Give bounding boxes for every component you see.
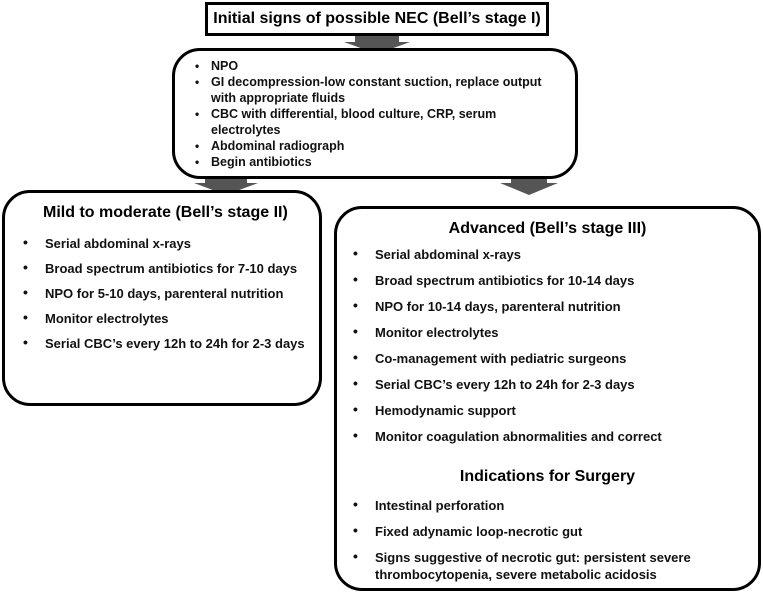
advanced-heading: Advanced (Bell’s stage III) <box>448 220 647 237</box>
list-item: •Serial CBC’s every 12h to 24h for 2-3 d… <box>353 375 635 392</box>
arrow-to-advanced <box>500 179 558 195</box>
list-item: •Monitor coagulation abnormalities and c… <box>353 427 662 444</box>
list-item: •Begin antibiotics <box>195 155 312 169</box>
list-item: •NPO <box>195 59 239 73</box>
list-item: •Signs suggestive of necrotic gut: persi… <box>353 548 691 582</box>
mild-stage-box: Mild to moderate (Bell’s stage II) •Seri… <box>2 190 322 406</box>
advanced-stage-box: Advanced (Bell’s stage III) •Serial abdo… <box>334 206 761 591</box>
list-item: •Fixed adynamic loop-necrotic gut <box>353 522 583 539</box>
mild-items-list: •Serial abdominal x-rays •Broad spectrum… <box>23 234 305 352</box>
arrow-to-mild <box>194 179 258 195</box>
list-item: •Monitor electrolytes <box>23 309 169 326</box>
list-item: •GI decompression-low constant suction, … <box>195 75 542 105</box>
list-item: •Broad spectrum antibiotics for 10-14 da… <box>353 271 635 288</box>
list-item: •Serial CBC’s every 12h to 24h for 2-3 d… <box>23 334 305 351</box>
list-item: •Serial abdominal x-rays <box>353 245 521 262</box>
list-item: •NPO for 5-10 days, parenteral nutrition <box>23 284 284 301</box>
mild-heading: Mild to moderate (Bell’s stage II) <box>43 204 288 221</box>
diagram-title: Initial signs of possible NEC (Bell’s st… <box>213 10 541 27</box>
list-item: •Broad spectrum antibiotics for 7-10 day… <box>23 259 298 276</box>
surgery-items-list: •Intestinal perforation •Fixed adynamic … <box>353 496 750 583</box>
initial-steps-list: •NPO •GI decompression-low constant suct… <box>195 58 561 170</box>
initial-signs-box: Initial signs of possible NEC (Bell’s st… <box>205 2 549 36</box>
list-item: •CBC with differential, blood culture, C… <box>195 107 497 137</box>
arrow-title-to-initial <box>344 36 410 54</box>
list-item: •Serial abdominal x-rays <box>23 234 191 251</box>
surgery-heading: Indications for Surgery <box>459 468 636 485</box>
initial-management-box: •NPO •GI decompression-low constant suct… <box>172 48 578 179</box>
advanced-items-list: •Serial abdominal x-rays •Broad spectrum… <box>353 245 755 445</box>
list-item: •Abdominal radiograph <box>195 139 345 153</box>
list-item: •Co-management with pediatric surgeons <box>353 349 627 366</box>
list-item: •NPO for 10-14 days, parenteral nutritio… <box>353 297 621 314</box>
list-item: •Intestinal perforation <box>353 496 505 513</box>
list-item: •Monitor electrolytes <box>353 323 499 340</box>
list-item: •Hemodynamic support <box>353 401 516 418</box>
